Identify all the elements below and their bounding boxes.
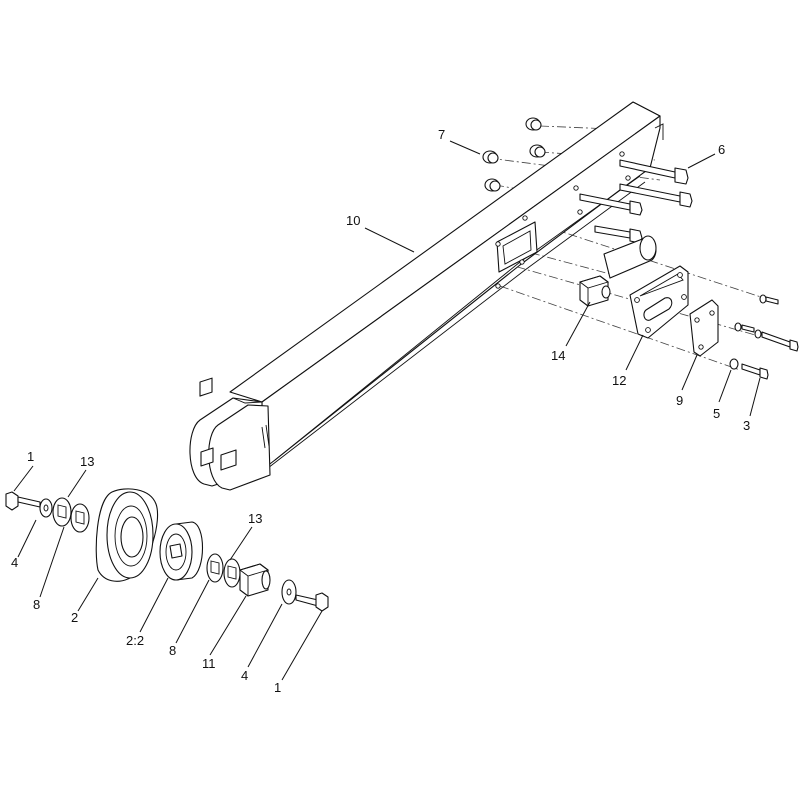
callout-4-right: 4 [241, 668, 248, 683]
callout-2-2: 2:2 [126, 633, 144, 648]
mounting-plate-part [629, 265, 689, 339]
callout-8-left: 8 [33, 597, 40, 612]
long-bolts-part [579, 159, 693, 244]
callout-13-right: 13 [248, 511, 262, 526]
callout-4-left: 4 [11, 555, 18, 570]
callout-12: 12 [612, 373, 626, 388]
main-arm-part [189, 101, 664, 491]
callout-13-left: 13 [80, 454, 94, 469]
pivot-block-part [579, 235, 657, 307]
callout-leaders [13, 140, 761, 681]
callout-2: 2 [71, 610, 78, 625]
flange-nuts-part [482, 117, 546, 192]
callout-1-left: 1 [27, 449, 34, 464]
callout-5: 5 [713, 406, 720, 421]
callout-1-right: 1 [274, 680, 281, 695]
wheel-assembly-part [5, 488, 329, 612]
small-bolts-part [729, 294, 799, 380]
callout-7: 7 [438, 127, 445, 142]
callout-3: 3 [743, 418, 750, 433]
callout-10: 10 [346, 213, 360, 228]
callout-6: 6 [718, 142, 725, 157]
callout-8-right: 8 [169, 643, 176, 658]
callout-14: 14 [551, 348, 565, 363]
callout-9: 9 [676, 393, 683, 408]
callout-labels: 10 7 6 14 12 9 5 3 1 13 4 8 2 2:2 13 8 1… [11, 127, 750, 695]
cover-plate-part [689, 299, 719, 357]
callout-11: 11 [202, 656, 216, 671]
